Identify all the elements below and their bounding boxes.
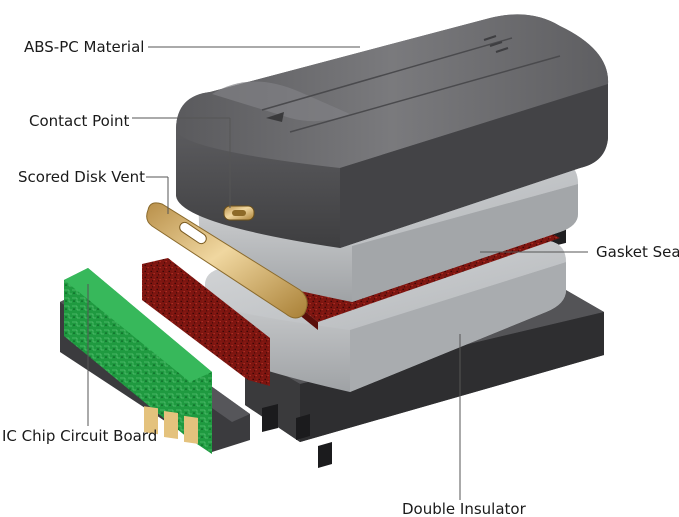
label-abs-pc-material: ABS-PC Material <box>24 38 145 56</box>
label-ic-chip-circuit-board: IC Chip Circuit Board <box>2 427 158 445</box>
label-double-insulator: Double Insulator <box>402 500 526 517</box>
label-gasket-seal: Gasket Seal <box>596 243 679 261</box>
gasket-seal-left <box>142 258 270 386</box>
ic-chip-circuit-board <box>64 268 212 454</box>
label-contact-point: Contact Point <box>29 112 130 130</box>
abs-pc-shell <box>176 14 609 248</box>
scored-disk-vent <box>146 202 308 319</box>
label-scored-disk-vent: Scored Disk Vent <box>18 168 146 186</box>
leader-lines <box>87 46 588 500</box>
